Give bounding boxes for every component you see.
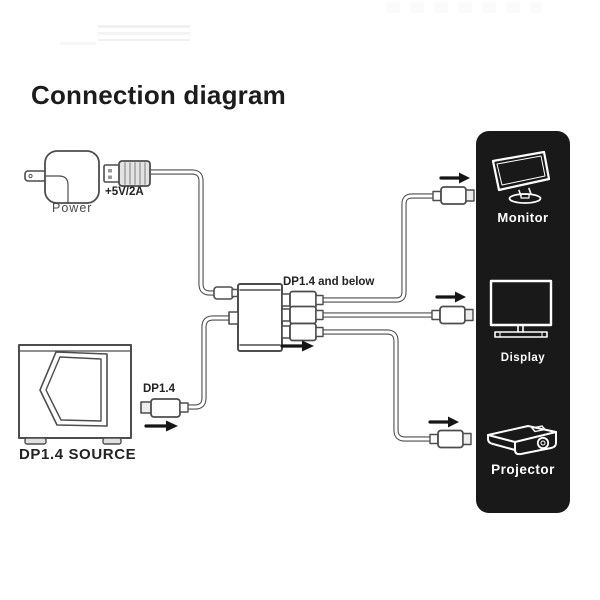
source-box [18, 344, 132, 445]
monitor-plug-icon [432, 186, 475, 205]
splitter-output-arrow-icon [280, 340, 314, 352]
watermark-bar [98, 32, 190, 35]
dp-source-arrow-icon [144, 420, 178, 432]
watermark-bar [98, 39, 190, 41]
splitter-dp-input-port [228, 311, 239, 325]
splitter-box [228, 283, 283, 352]
projector-arrow-icon [428, 416, 459, 428]
device-panel: Monitor Display Projector [476, 131, 570, 513]
projector-label: Projector [491, 462, 555, 477]
source-input-cable [184, 315, 235, 410]
splitter-output-plug-2 [281, 305, 324, 325]
monitor-label: Monitor [497, 210, 549, 225]
page-title: Connection diagram [31, 80, 286, 110]
power-adapter-label: Power [52, 201, 93, 215]
power-adapter [24, 150, 100, 204]
source-label: DP1.4 SOURCE [19, 446, 137, 463]
display-arrow-icon [435, 291, 466, 303]
power-cable [147, 169, 218, 296]
projector-output-cable [317, 329, 433, 442]
watermark-bar [60, 42, 96, 45]
projector-icon [484, 423, 562, 465]
watermark-speckles [386, 2, 542, 13]
monitor-icon [488, 149, 558, 207]
projector-plug-icon [429, 429, 472, 449]
monitor-arrow-icon [439, 172, 470, 184]
splitter-outputs-label: DP1.4 and below [283, 276, 375, 288]
display-label: Display [500, 352, 546, 364]
plug-prong-icon [24, 170, 47, 182]
display-icon [489, 279, 555, 343]
dp-source-plug-icon [140, 398, 189, 418]
display-plug-icon [431, 305, 474, 325]
usb-voltage-label: +5V/2A [105, 186, 144, 198]
splitter-output-plug-1 [281, 290, 324, 310]
splitter-output-plug-3 [281, 322, 324, 342]
usb-a-plug-icon [103, 160, 151, 187]
monitor-output-cable [317, 193, 440, 303]
dp-plug-label: DP1.4 [143, 383, 175, 395]
watermark-bar [98, 25, 190, 28]
micro-usb-plug-icon [213, 286, 240, 300]
